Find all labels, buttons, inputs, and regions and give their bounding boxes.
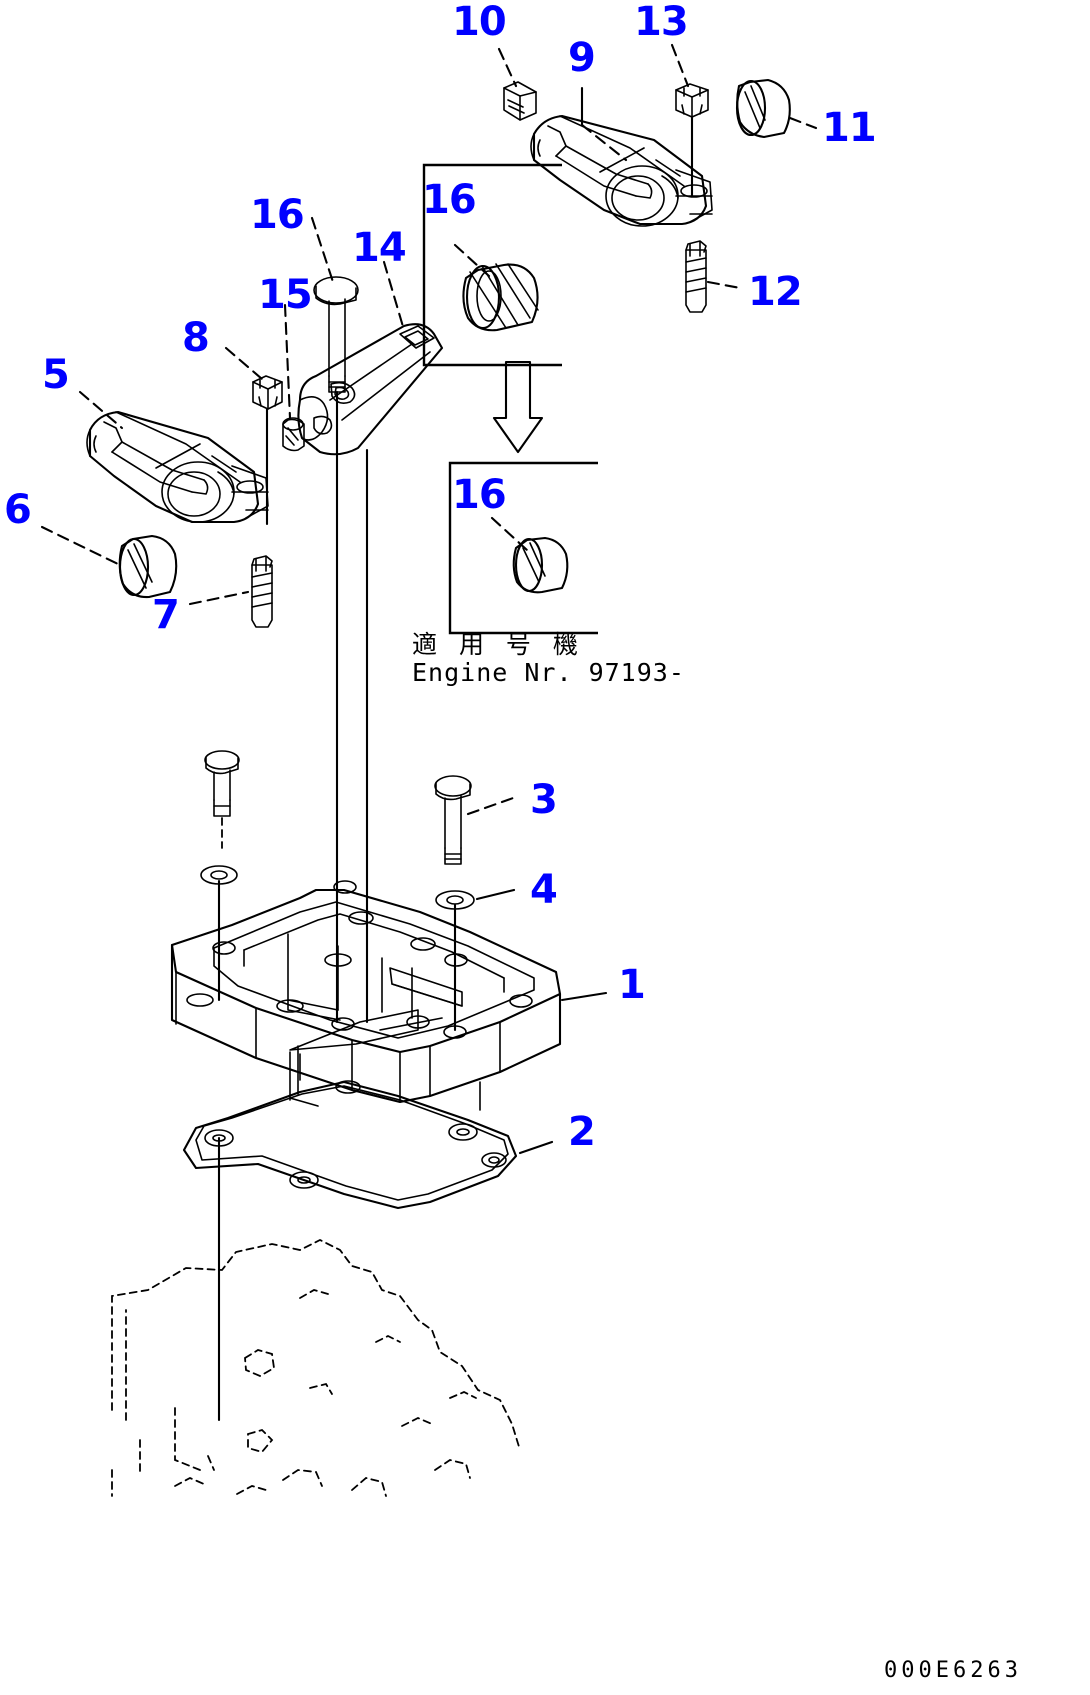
shaft-bushing-upper-icon <box>462 263 539 332</box>
leader-1 <box>560 991 608 1002</box>
leader-17 <box>310 216 336 287</box>
leader-4 <box>475 888 516 901</box>
leader-13 <box>670 43 690 88</box>
cylinder-head-cover-part <box>170 880 562 1111</box>
leader-8 <box>224 346 264 381</box>
callout-3: 3 <box>530 777 558 823</box>
rocker-arm-right-body <box>530 114 713 227</box>
leader-7 <box>188 590 250 606</box>
drawing-code: 000E6263 <box>884 1658 1022 1683</box>
callout-10: 10 <box>452 0 507 45</box>
adjust-screw-left-part <box>251 555 273 628</box>
cover-gasket-part <box>182 1080 518 1210</box>
leader-10 <box>497 47 518 88</box>
cylinder-head-reference <box>111 1238 521 1497</box>
leader-12 <box>706 280 742 290</box>
callout-17: 16 <box>250 192 305 238</box>
leader-6 <box>40 525 122 567</box>
callout-16-upper: 16 <box>422 177 477 223</box>
lock-nut-right-part <box>675 83 709 118</box>
rocker-bushing-left-part <box>118 534 178 599</box>
upper-detail-frame <box>422 163 562 367</box>
callout-12: 12 <box>748 269 803 315</box>
callout-1: 1 <box>618 962 646 1008</box>
leader-11 <box>788 116 818 130</box>
lock-nut-left-part <box>252 375 283 410</box>
rocker-shaft-group <box>282 216 444 456</box>
leader-15 <box>283 303 292 420</box>
rocker-arm-left-body <box>86 410 269 524</box>
lower-detail-box-group <box>448 461 598 635</box>
callout-9: 9 <box>568 35 596 81</box>
leader-5 <box>78 390 124 430</box>
leader-9b <box>580 123 628 162</box>
engine-number-note: Engine Nr. 97193- <box>412 658 685 687</box>
callout-14: 14 <box>352 225 407 271</box>
callout-8: 8 <box>182 315 210 361</box>
leader-2 <box>518 1140 554 1155</box>
rocker-arm-left-group <box>40 346 283 628</box>
lower-detail-frame <box>448 461 598 635</box>
rocker-arm-right-group <box>497 43 818 313</box>
callout-2: 2 <box>568 1109 596 1155</box>
cover-fastener-group <box>200 390 518 1422</box>
leader-16-lower <box>490 516 529 552</box>
cover-bolt-right <box>434 775 472 865</box>
upper-detail-box-group <box>422 163 562 367</box>
callout-4: 4 <box>530 867 558 913</box>
callout-16-lower: 16 <box>452 472 507 518</box>
valve-cap-part <box>503 81 537 121</box>
leader-14 <box>382 260 406 332</box>
shaft-bolt-part <box>313 276 359 393</box>
callout-15: 15 <box>258 272 313 318</box>
callout-11: 11 <box>822 105 877 151</box>
shaft-dowel-pin-part <box>282 417 305 452</box>
callout-6: 6 <box>4 487 32 533</box>
callout-13: 13 <box>634 0 689 45</box>
rocker-bushing-right-part <box>735 78 791 139</box>
cover-bolt-left <box>204 750 240 817</box>
japanese-applicability-note: 適 用 号 機 <box>412 630 585 659</box>
shaft-bushing-lower-icon <box>512 536 569 594</box>
transfer-arrow-shape <box>492 360 544 454</box>
rocker-shaft-body <box>297 323 444 456</box>
callout-7: 7 <box>152 592 180 638</box>
adjust-screw-right-part <box>685 240 707 313</box>
leader-16-upper <box>453 243 491 278</box>
callout-5: 5 <box>42 352 70 398</box>
leader-3 <box>466 795 518 816</box>
